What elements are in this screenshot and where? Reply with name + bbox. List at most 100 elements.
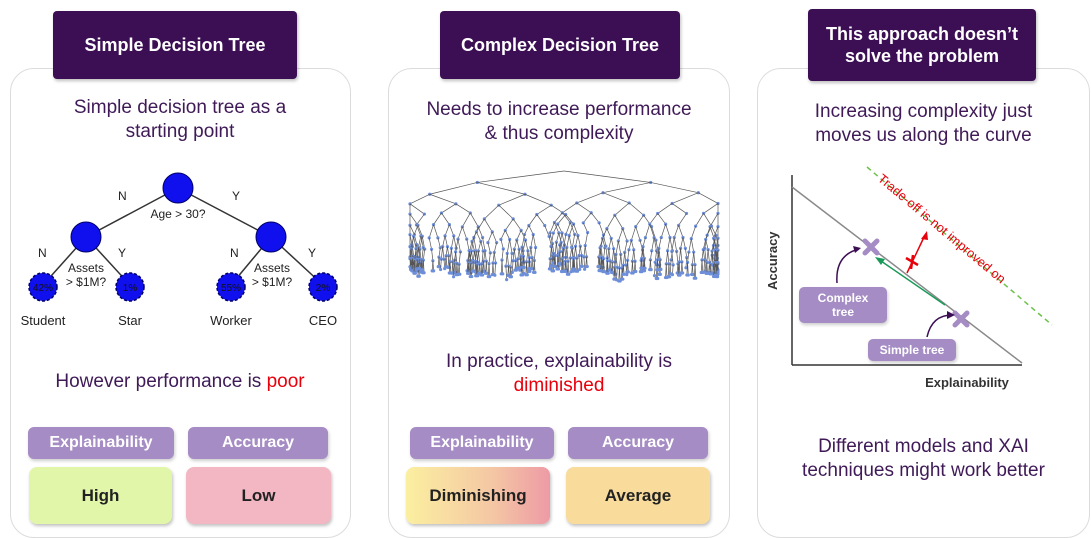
complex-tree-edge (556, 242, 559, 256)
complex-tree-edge (608, 238, 612, 249)
complex-tree-node (422, 271, 426, 275)
complex-tree-edge (565, 214, 574, 225)
complex-tree-edge (549, 232, 553, 244)
complex-tree-node (670, 273, 675, 277)
complex-tree-edge (645, 223, 651, 238)
complex-tree-edge (482, 237, 486, 251)
complex-tree-edge (706, 249, 709, 263)
complex-tree-edge (657, 213, 666, 225)
complex-tree-edge (703, 203, 719, 214)
complex-tree-node (460, 225, 464, 229)
complex-tree-node (429, 247, 434, 251)
complex-tree-edge (565, 261, 567, 272)
complex-tree-node (551, 269, 556, 273)
progress-arrow (875, 257, 946, 306)
complex-tree-edge (569, 222, 575, 235)
complex-tree-edge (565, 247, 568, 262)
complex-tree-edge (561, 232, 565, 245)
complex-tree-node (509, 275, 514, 279)
complex-tree-node (561, 269, 565, 274)
complex-tree-edge (471, 241, 475, 252)
complex-tree-edge (713, 250, 716, 263)
complex-tree-edge (477, 170, 565, 183)
complex-tree-edge (487, 231, 493, 243)
tree-edge (85, 187, 179, 238)
complex-tree-edge (665, 250, 668, 264)
simple-tree-panel (10, 68, 351, 538)
left-condition-line1: Assets (68, 261, 104, 275)
complex-tree-edge (565, 222, 571, 235)
complex-tree-edge (506, 239, 510, 254)
complex-tree-panel (388, 68, 730, 538)
complex-tree-edge (524, 225, 530, 235)
explainability-value-complex: Diminishing (406, 467, 550, 524)
complex-tree-edge (568, 235, 572, 248)
complex-callout-line1: Complex (817, 291, 869, 305)
complex-tree-node (610, 260, 614, 264)
complex-tree-edge (418, 235, 422, 248)
complex-tree-edge (561, 247, 564, 259)
complex-tree-node (563, 259, 568, 263)
tradeoff-label: Trade-off is not improved on (875, 171, 1009, 287)
complex-tree-edge (715, 238, 719, 251)
complex-tree-node (467, 271, 471, 275)
complex-tree-node (519, 254, 523, 258)
complex-tree-edge (678, 248, 681, 262)
complex-tree-node (621, 263, 625, 267)
complex-tree-callout: Complex tree (799, 287, 887, 323)
complex-tree-node (582, 255, 586, 259)
complex-tree-edge (703, 259, 705, 273)
leaf-node-worker (216, 272, 246, 302)
complex-tree-edge (681, 261, 683, 274)
complex-tree-edge (698, 192, 719, 204)
complex-tree-node (585, 264, 589, 269)
complex-tree-edge (576, 257, 578, 272)
problem-intro: Increasing complexity just moves us alon… (767, 100, 1080, 148)
complex-tree-edge (559, 251, 561, 264)
complex-tree-edge (575, 246, 578, 259)
complex-tree-edge (618, 240, 622, 255)
complex-tree-edge (549, 222, 555, 234)
complex-tree-node (499, 237, 503, 241)
problem-intro-line1: Increasing complexity just (814, 101, 1033, 122)
complex-tree-node (480, 235, 485, 240)
complex-tree-node (439, 257, 443, 261)
complex-tree-edge (554, 255, 557, 267)
complex-tree-edge (487, 242, 491, 253)
complex-tree-node (451, 275, 456, 279)
complex-tree-edge (501, 259, 504, 274)
complex-tree-edge (624, 240, 628, 253)
explainability-label-complex: Explainability (410, 427, 554, 459)
complex-tree-edge (512, 218, 522, 231)
complex-tree-edge (483, 250, 486, 262)
complex-tree-edge (634, 261, 637, 272)
complex-tree-edge (672, 264, 674, 275)
complex-tree-edge (458, 264, 461, 275)
complex-tree-node (549, 264, 554, 268)
complex-tree-edge (457, 238, 461, 252)
complex-tree-edge (582, 212, 592, 224)
complex-tree-edge (428, 237, 432, 250)
complex-tree-edge (445, 255, 448, 267)
complex-tree-node (551, 231, 555, 235)
performance-statement: However performance is poor (20, 370, 340, 394)
complex-tree-edge (441, 212, 450, 225)
complex-tree-edge (702, 249, 705, 260)
complex-tree-edge (576, 202, 592, 214)
complex-tree-node (658, 258, 662, 262)
complex-tree-edge (494, 262, 496, 276)
complex-tree-edge (713, 238, 717, 249)
complex-tree-edge (690, 226, 696, 239)
complex-tree-node (605, 259, 610, 263)
complex-tree-edge (512, 249, 515, 261)
complex-tree-node (623, 250, 627, 254)
complex-tree-node (656, 276, 660, 281)
complex-tree-edge (616, 267, 618, 280)
complex-tree-edge (462, 212, 471, 227)
complex-tree-node (421, 245, 425, 249)
complex-tree-node (452, 261, 456, 265)
complex-tree-edge (695, 213, 704, 227)
blocked-arrow (905, 231, 928, 274)
complex-tree-edge (472, 250, 475, 262)
complex-tree-edge (614, 254, 617, 268)
